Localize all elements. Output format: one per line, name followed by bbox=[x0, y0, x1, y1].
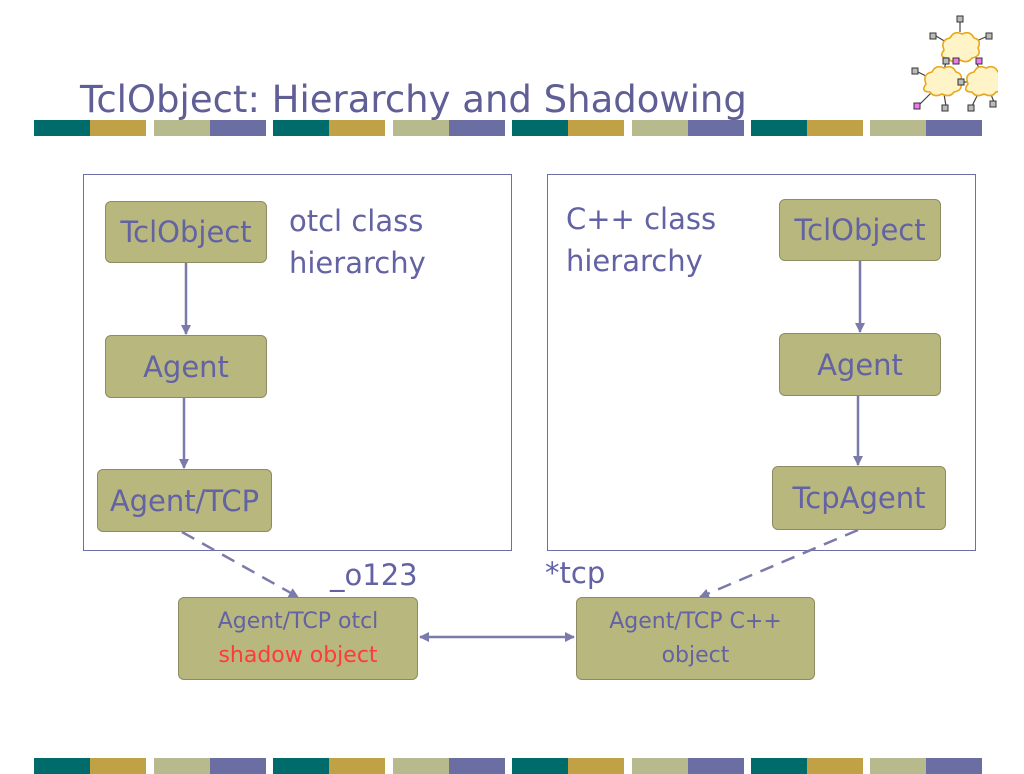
cpp-object-line2: object bbox=[661, 642, 730, 668]
otcl-panel-label-line2: hierarchy bbox=[289, 246, 426, 280]
network-clouds-icon bbox=[911, 15, 998, 112]
cpp-node-tcpagent: TcpAgent bbox=[772, 466, 946, 530]
otcl-instance-dashed-arrow bbox=[181, 530, 299, 599]
cpp-object-line1: Agent/TCP C++ bbox=[609, 608, 782, 634]
cpp-node-agent: Agent bbox=[779, 333, 941, 396]
otcl-shadow-object-line2: shadow object bbox=[218, 642, 378, 668]
cpp-panel-label-line1: C++ class bbox=[566, 202, 717, 236]
slide-title: TclObject: Hierarchy and Shadowing bbox=[80, 78, 747, 121]
top-stripe bbox=[34, 120, 982, 136]
cpp-instance-dashed-arrow bbox=[699, 528, 859, 599]
cpp-panel-label-line2: hierarchy bbox=[566, 244, 703, 278]
otcl-shadow-object-box: Agent/TCP otcl shadow object bbox=[178, 597, 418, 680]
cpp-object-box: Agent/TCP C++ object bbox=[576, 597, 815, 680]
cpp-handle-label: *tcp bbox=[545, 556, 606, 590]
otcl-handle-label: _o123 bbox=[330, 558, 418, 592]
otcl-node-agent-tcp: Agent/TCP bbox=[97, 469, 272, 532]
otcl-node-agent: Agent bbox=[105, 335, 267, 398]
otcl-shadow-object-line1: Agent/TCP otcl bbox=[217, 608, 379, 634]
cpp-node-tclobject: TclObject bbox=[779, 199, 941, 261]
otcl-node-tclobject: TclObject bbox=[105, 201, 267, 263]
cpp-panel-label: C++ class hierarchy bbox=[566, 198, 716, 282]
otcl-panel-label-line1: otcl class bbox=[289, 204, 424, 238]
otcl-panel-label: otcl class hierarchy bbox=[289, 200, 426, 284]
